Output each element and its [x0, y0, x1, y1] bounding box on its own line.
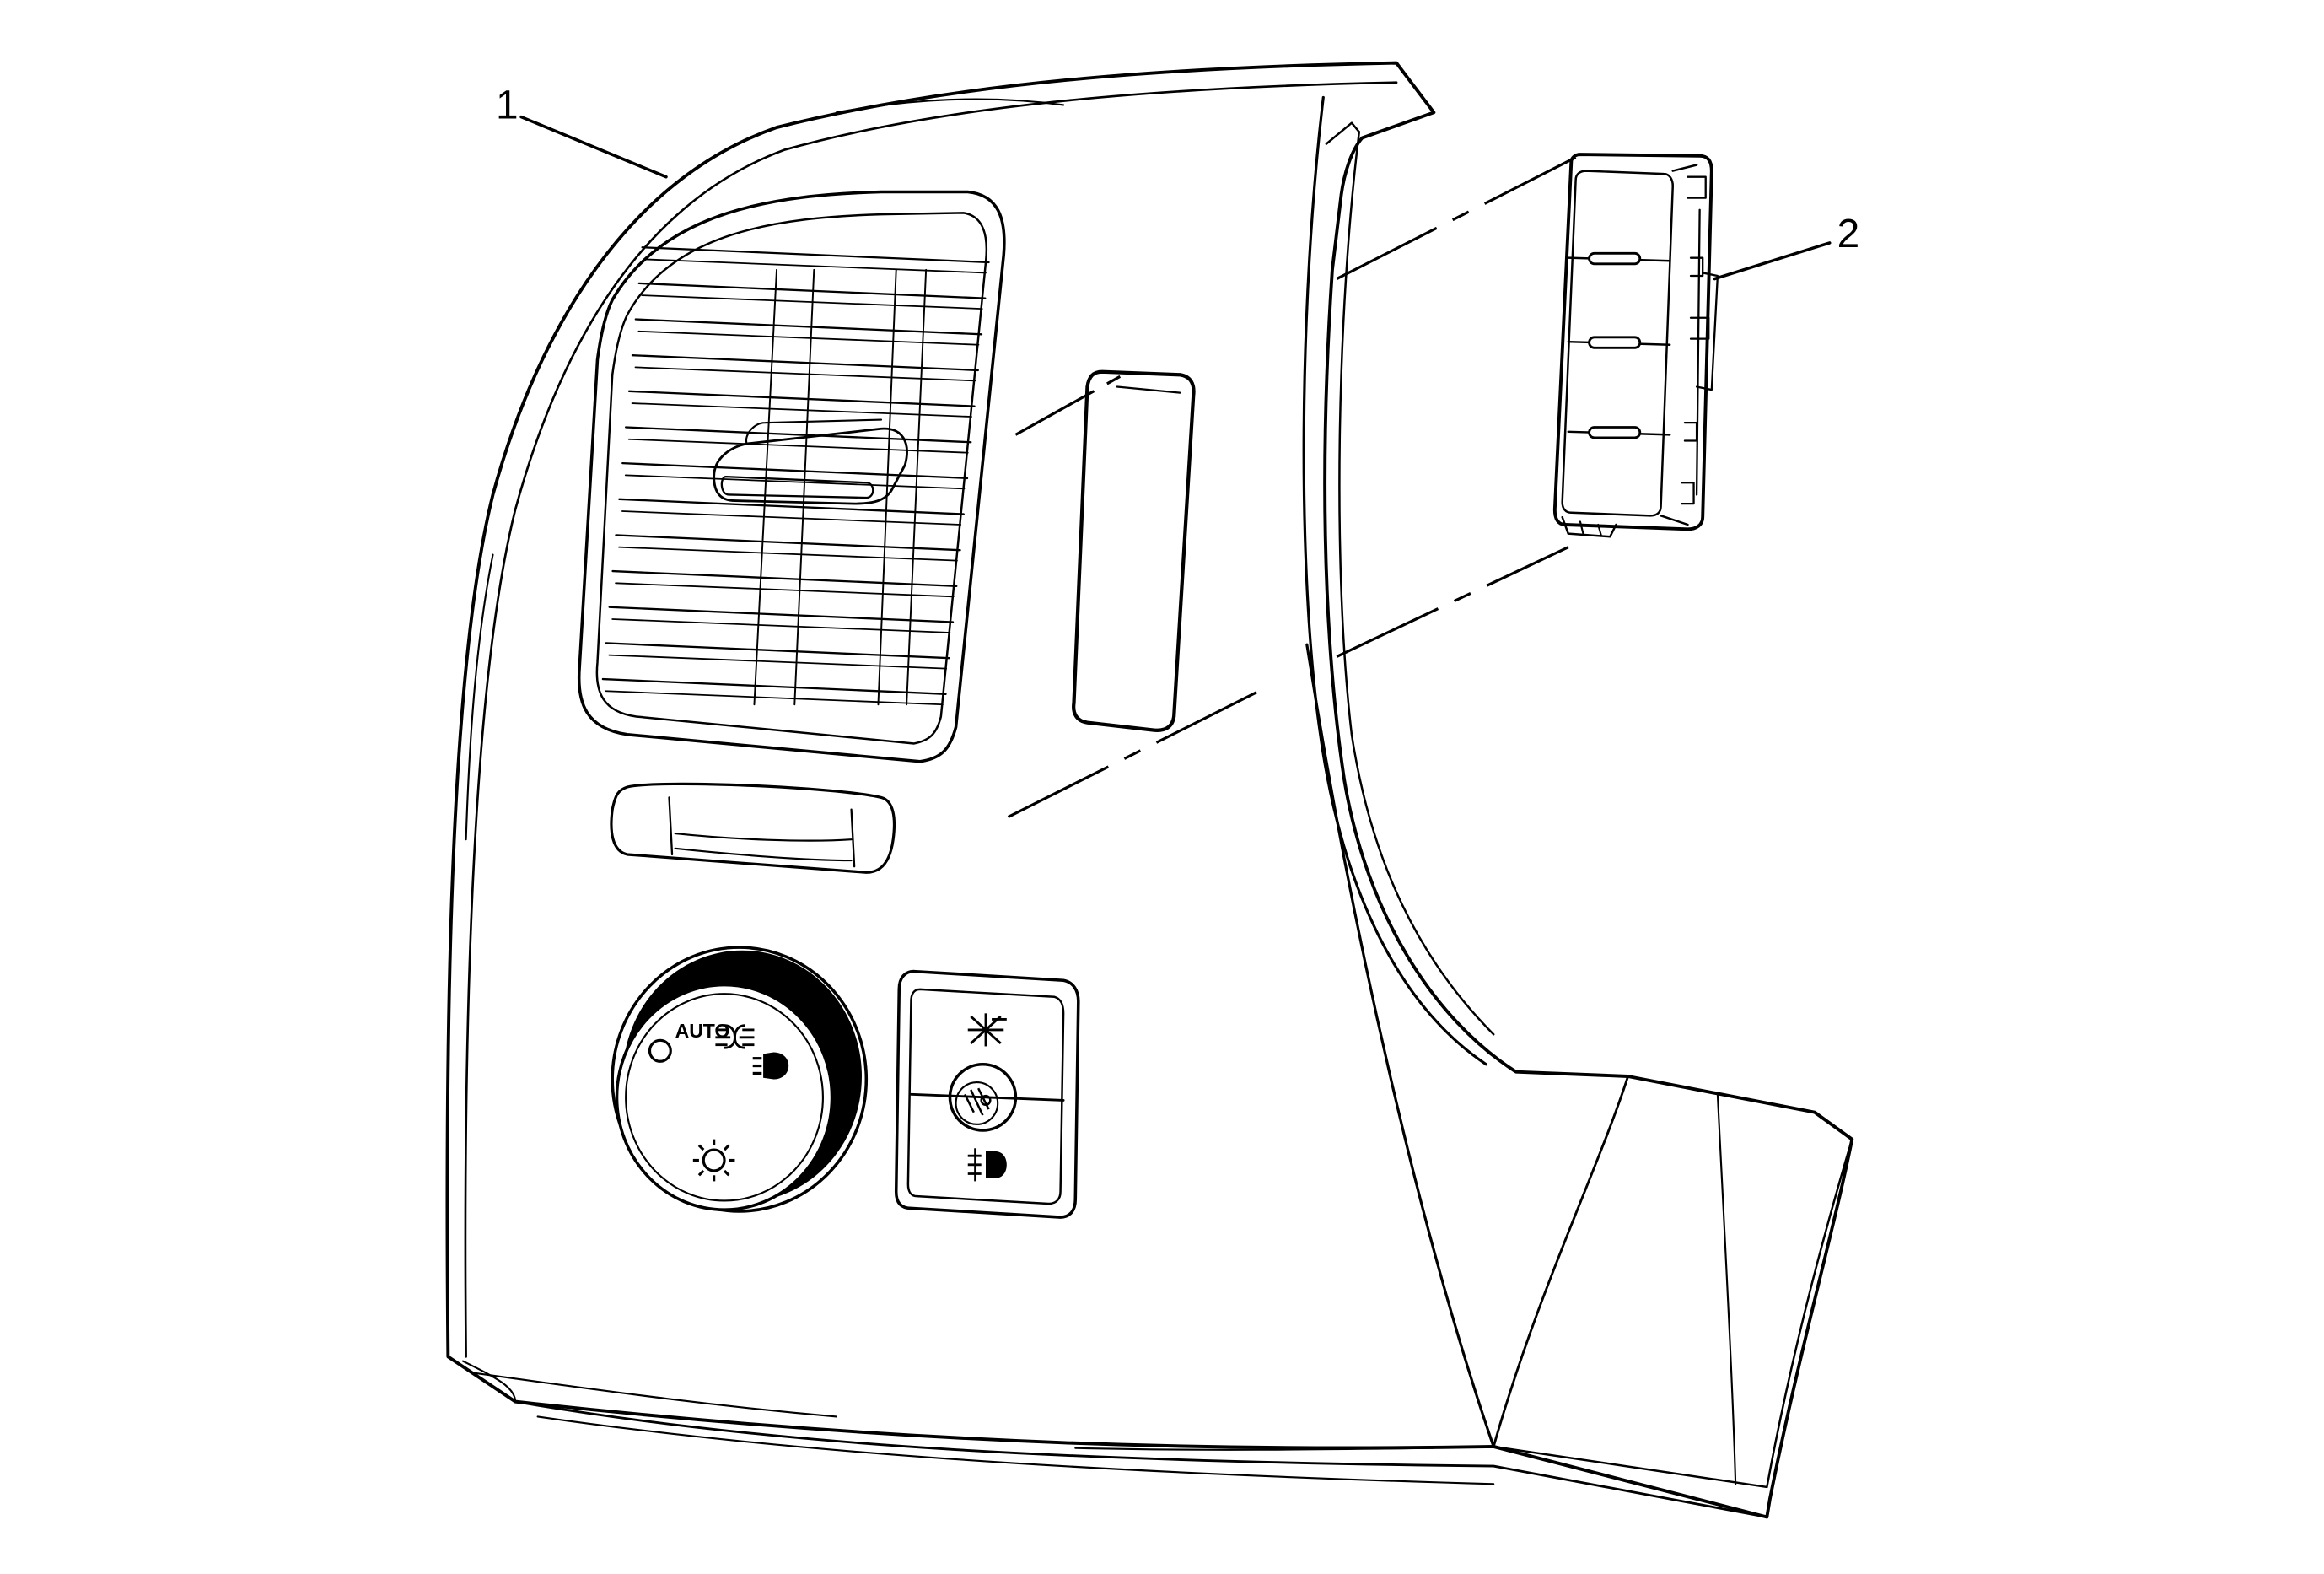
- vent-slat: [624, 426, 972, 444]
- module-button-indicator: [1588, 251, 1642, 266]
- vent-slat: [627, 390, 976, 407]
- headlamp-switch-off-icon: [648, 1038, 672, 1063]
- switch-opening: [1072, 369, 1196, 732]
- vent-slat: [608, 606, 955, 623]
- vent-slat: [637, 282, 987, 299]
- vent-slat-edge: [608, 654, 948, 670]
- air-vent: [577, 190, 1006, 763]
- callout-2: 2: [1713, 212, 1860, 281]
- dome-lamp-icon: [692, 1139, 735, 1182]
- vent-slat: [601, 677, 947, 695]
- callout-1-label: 1: [496, 83, 519, 127]
- callout-2-label: 2: [1837, 212, 1860, 256]
- vent-slat-edge: [627, 438, 969, 454]
- callout-1: 1: [496, 83, 668, 179]
- vent-slat: [605, 642, 950, 660]
- vent-slat-edge: [605, 690, 944, 706]
- switch-module: [1552, 153, 1719, 538]
- vent-slat: [634, 318, 983, 336]
- vent-slat: [621, 461, 969, 480]
- lower-slot: [610, 782, 896, 874]
- vent-slat-edge: [611, 618, 951, 633]
- vent-slat: [631, 354, 979, 372]
- vent-slat: [615, 534, 961, 552]
- dimmer-fog-switch: [894, 969, 1080, 1219]
- fog-lamp-icon: [967, 1148, 1007, 1182]
- vent-slat-edge: [637, 330, 980, 346]
- vent-slat-edge: [621, 510, 962, 526]
- headlamp-switch-knob: AUTO: [611, 946, 869, 1213]
- parking-lamp-icon: [715, 1024, 755, 1049]
- vent-slat-edge: [644, 258, 987, 274]
- module-button-indicator: [1588, 336, 1642, 349]
- dimmer-icon: [967, 1013, 1007, 1047]
- vent-slat: [611, 569, 958, 588]
- vent-slat-edge: [624, 474, 966, 490]
- vent-slat-edge: [631, 402, 972, 418]
- vent-slat: [618, 498, 965, 515]
- module-button-indicator: [1588, 426, 1642, 439]
- vent-slat: [641, 246, 990, 264]
- vent-slat-edge: [615, 582, 955, 598]
- trim-panel: [445, 61, 1854, 1519]
- vent-slat-edge: [618, 546, 958, 562]
- alignment-lines: [1007, 156, 1577, 818]
- headlamp-icon: [752, 1052, 789, 1080]
- vent-slat-edge: [634, 366, 976, 382]
